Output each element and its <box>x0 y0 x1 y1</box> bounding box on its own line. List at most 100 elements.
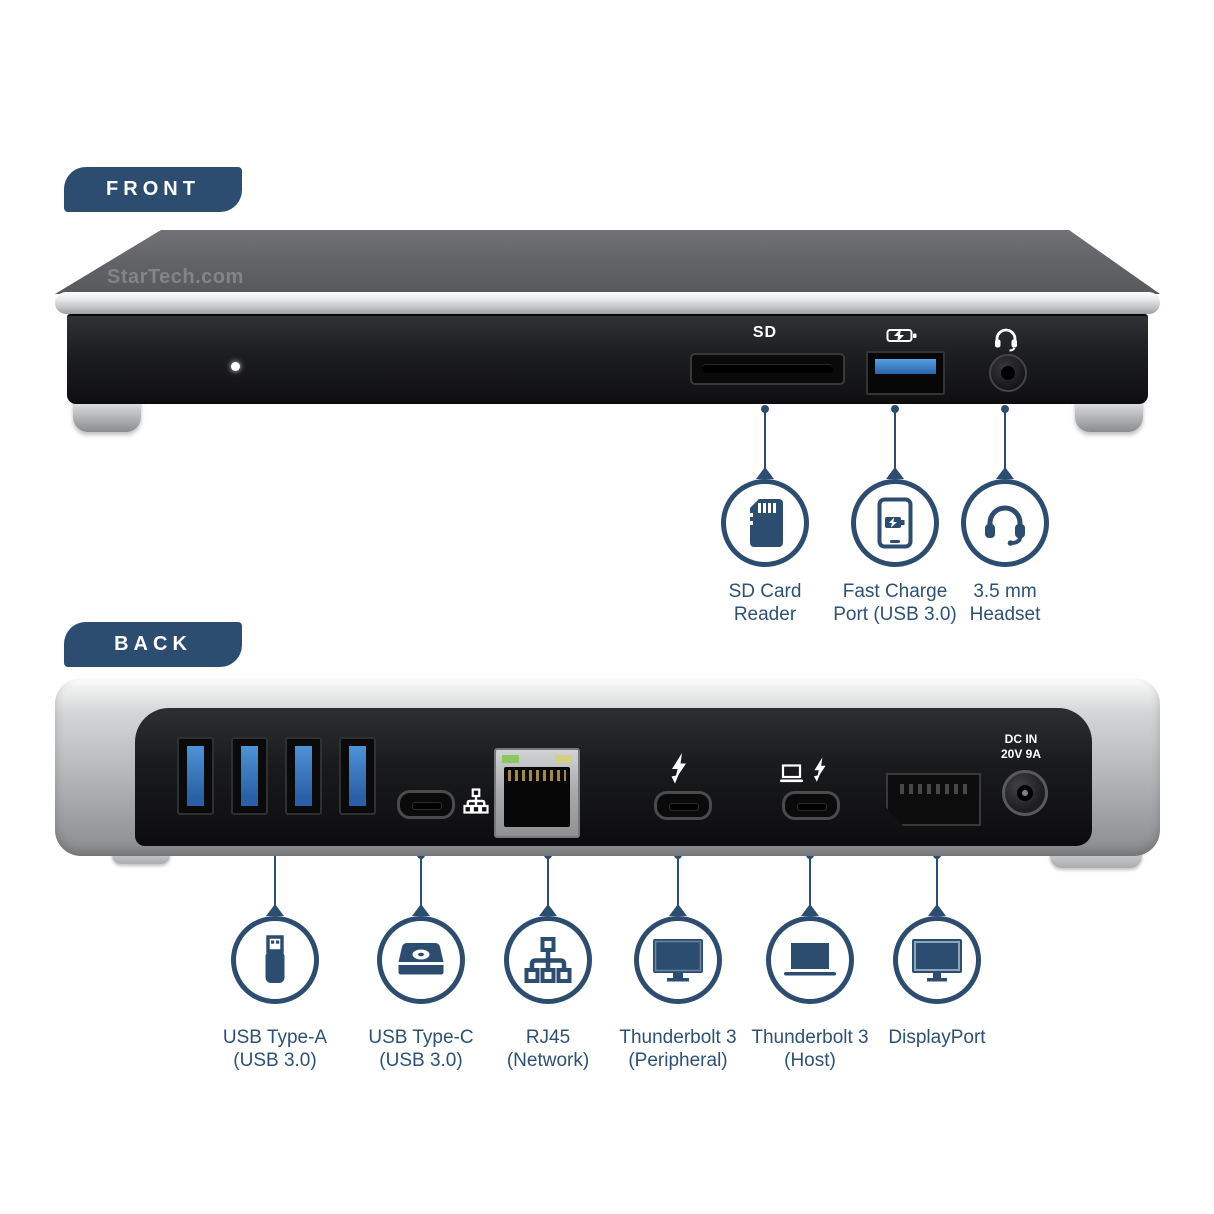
fast-charge-battery-icon <box>886 328 917 343</box>
thunderbolt3-peripheral-port <box>654 791 712 820</box>
callout-line <box>764 409 766 469</box>
dc-in-line1: DC IN <box>1004 732 1038 746</box>
front-section-tab: FRONT <box>64 167 242 212</box>
sd-card-callout-label: SD Card Reader <box>670 580 860 626</box>
thunderbolt-icon <box>814 757 826 782</box>
label-line: (USB 3.0) <box>233 1050 317 1071</box>
headset-callout-circle <box>961 479 1049 567</box>
dc-jack-pin <box>1022 790 1028 796</box>
sd-card-callout-circle <box>721 479 809 567</box>
label-line: Fast Charge <box>842 581 948 602</box>
network-port-icon <box>463 788 489 814</box>
tb3-peripheral-callout-label: Thunderbolt 3 (Peripheral) <box>583 1026 773 1072</box>
label-line: (Peripheral) <box>628 1050 728 1071</box>
laptop-host-icon <box>780 764 803 783</box>
callout-pointer <box>801 904 819 916</box>
tb3-peripheral-callout-circle <box>634 916 722 1004</box>
front-usb-a-port <box>866 351 945 395</box>
jack-hole <box>1001 366 1015 380</box>
tb3-host-callout-label: Thunderbolt 3 (Host) <box>715 1026 905 1072</box>
callout-pointer <box>539 904 557 916</box>
displayport-monitor-icon <box>912 939 962 982</box>
sd-port-label: SD <box>752 324 778 341</box>
headset-icon <box>985 505 1025 546</box>
usb-c-slot <box>797 802 827 811</box>
usb-type-c-drive-icon <box>398 943 444 975</box>
callout-pointer <box>669 904 687 916</box>
front-top-surface: StarTech.com <box>55 230 1160 294</box>
label-line: Port (USB 3.0) <box>833 604 957 625</box>
sd-card-icon <box>750 499 783 547</box>
headset-jack <box>989 354 1027 392</box>
rj45-network-icon <box>524 937 572 983</box>
fast-charge-callout-circle <box>851 479 939 567</box>
callout-line <box>809 855 811 906</box>
usb-type-a-icon <box>265 935 285 983</box>
label-line: 3.5 mm <box>973 581 1037 602</box>
usb-blue-tongue <box>295 746 312 806</box>
label-line: DisplayPort <box>888 1027 986 1048</box>
label-line: USB Type-C <box>368 1027 474 1048</box>
dc-in-line2: 20V 9A <box>1000 747 1042 761</box>
thunderbolt-laptop-icon <box>784 943 836 976</box>
rj45-callout-label: RJ45 (Network) <box>453 1026 643 1072</box>
usb-blue-tongue <box>187 746 204 806</box>
label-line: (Network) <box>506 1050 590 1071</box>
displayport-pins <box>900 784 967 794</box>
usb-blue-tongue <box>349 746 366 806</box>
callout-pointer <box>996 467 1014 479</box>
thunderbolt3-host-port <box>782 791 840 820</box>
back-usb-a-port-1 <box>177 737 214 815</box>
usb-blue-tongue <box>875 359 936 374</box>
callout-pointer <box>266 904 284 916</box>
usb-a-callout-circle <box>231 916 319 1004</box>
label-line: RJ45 <box>525 1027 571 1048</box>
headset-port-icon <box>995 328 1017 352</box>
back-section-tab: BACK <box>64 622 242 667</box>
fast-charge-icon <box>877 497 913 549</box>
back-usb-a-port-2 <box>231 737 268 815</box>
front-silver-edge <box>55 292 1160 314</box>
displayport-callout-circle <box>893 916 981 1004</box>
label-line: Headset <box>969 604 1041 625</box>
rj45-callout-circle <box>504 916 592 1004</box>
label-line: (Host) <box>784 1050 836 1071</box>
rj45-activity-led <box>555 755 572 763</box>
callout-line <box>936 855 938 906</box>
dc-jack-hole <box>1017 785 1033 801</box>
sd-card-slot <box>690 353 845 385</box>
callout-pointer <box>756 467 774 479</box>
callout-line <box>677 855 679 906</box>
back-panel: DC IN 20V 9A <box>135 708 1092 846</box>
sd-slot-opening <box>702 364 833 373</box>
rj45-pins <box>508 770 566 781</box>
back-usb-c-port <box>397 790 455 819</box>
usb-c-slot <box>412 801 442 810</box>
label-line: Thunderbolt 3 <box>619 1027 737 1048</box>
rj45-port <box>494 748 580 838</box>
callout-line <box>547 855 549 906</box>
displayport-port <box>886 773 981 826</box>
callout-pointer <box>928 904 946 916</box>
label-line: SD Card <box>728 581 802 602</box>
thunderbolt-icon <box>671 753 686 784</box>
callout-pointer <box>412 904 430 916</box>
back-usb-a-port-4 <box>339 737 376 815</box>
callout-line <box>1004 409 1006 469</box>
rj45-opening <box>504 767 570 827</box>
callout-line <box>274 851 276 906</box>
back-usb-a-port-3 <box>285 737 322 815</box>
callout-line <box>894 409 896 469</box>
label-line: USB Type-A <box>222 1027 328 1048</box>
power-led <box>231 362 240 371</box>
dc-power-jack <box>1002 770 1048 816</box>
fast-charge-callout-label: Fast Charge Port (USB 3.0) <box>800 580 990 626</box>
headset-callout-label: 3.5 mm Headset <box>910 580 1100 626</box>
rj45-link-led <box>502 755 519 763</box>
usb-a-callout-label: USB Type-A (USB 3.0) <box>180 1026 370 1072</box>
front-panel: SD <box>67 314 1148 404</box>
dc-in-label: DC IN 20V 9A <box>981 732 1061 762</box>
label-line: Thunderbolt 3 <box>751 1027 869 1048</box>
displayport-callout-label: DisplayPort <box>842 1026 1032 1049</box>
